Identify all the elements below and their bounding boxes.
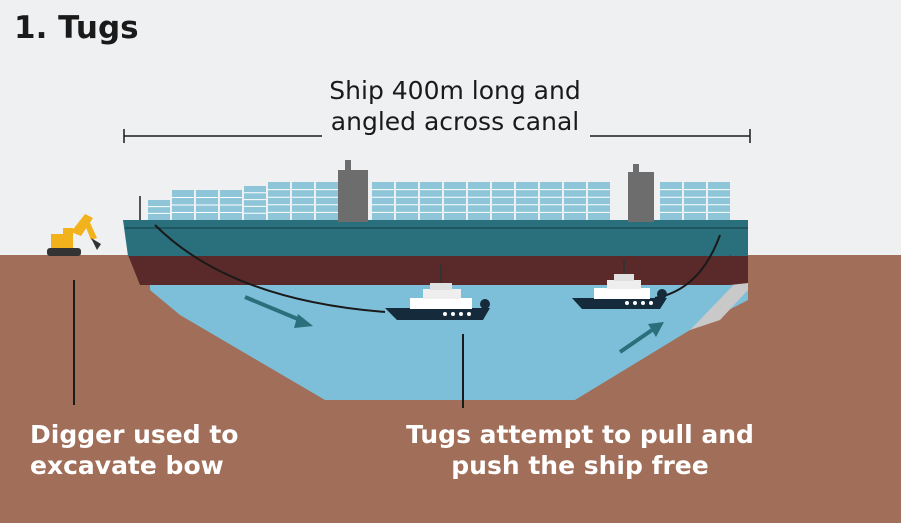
page-title: 1. Tugs — [14, 10, 139, 46]
container-ship — [123, 160, 748, 285]
flow-arrow-left — [244, 295, 313, 328]
container-stack — [540, 182, 562, 220]
digger-label-line1: Digger used to — [30, 420, 239, 449]
container-stack — [244, 186, 266, 220]
ship-length-label: Ship 400m long and angled across canal — [300, 76, 610, 137]
tug-boat-left — [385, 265, 490, 320]
tug-label-line2: push the ship free — [451, 450, 709, 480]
container-stack — [708, 182, 730, 220]
ship-label-line2: angled across canal — [330, 106, 580, 136]
container-stack — [444, 182, 466, 220]
container-stack — [684, 182, 706, 220]
container-stack — [660, 182, 682, 220]
container-stack — [372, 182, 394, 220]
container-stack — [316, 182, 338, 220]
digger-label-line2: excavate bow — [30, 450, 224, 480]
container-stack — [516, 182, 538, 220]
container-stack — [492, 182, 514, 220]
ship-label-line1: Ship 400m long and — [329, 76, 581, 105]
container-stacks — [148, 182, 730, 220]
container-stack — [564, 182, 586, 220]
tug-label-line1: Tugs attempt to pull and — [406, 420, 754, 449]
container-stack — [420, 182, 442, 220]
bank-slope — [690, 270, 748, 330]
tug-label: Tugs attempt to pull and push the ship f… — [400, 420, 760, 481]
flow-arrow-right — [618, 322, 664, 354]
tug-boat-right — [572, 260, 667, 309]
container-stack — [292, 182, 314, 220]
container-stack — [148, 200, 170, 220]
tow-line-stern — [154, 224, 386, 313]
digger-label: Digger used to excavate bow — [30, 420, 238, 481]
ship-length-measure — [123, 129, 751, 143]
container-stack — [588, 182, 610, 220]
container-stack — [396, 182, 418, 220]
container-stack — [268, 182, 290, 220]
container-stack — [468, 182, 490, 220]
digger — [47, 214, 101, 256]
